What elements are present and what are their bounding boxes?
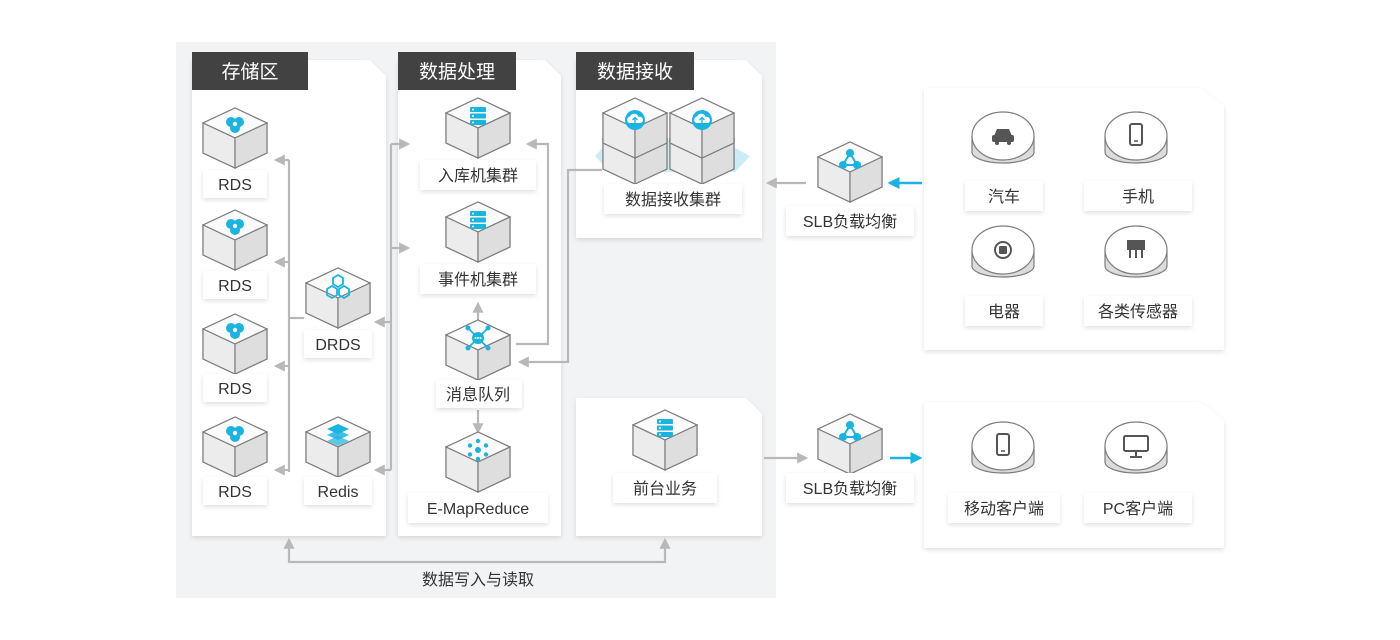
clients-panel <box>924 402 1224 548</box>
storage-title: 存储区 <box>221 61 278 83</box>
rds-node[interactable]: RDS <box>202 107 268 198</box>
frontend-label: 前台业务 <box>633 480 697 498</box>
processing-header: 数据处理 <box>398 52 516 90</box>
client-pc[interactable]: PC客户端 <box>1084 421 1192 523</box>
car-icon <box>992 129 1014 145</box>
device-sensor[interactable]: 各类传感器 <box>1084 225 1192 326</box>
message-queue-label: 消息队列 <box>446 386 510 404</box>
client-label: PC客户端 <box>1103 500 1173 518</box>
receive-cluster-label: 数据接收集群 <box>625 191 721 209</box>
device-car[interactable]: 汽车 <box>965 111 1043 211</box>
rds-label: RDS <box>218 177 252 194</box>
slb-top-label: SLB负载均衡 <box>803 213 897 231</box>
rds-node[interactable]: RDS <box>202 313 268 402</box>
receiving-title: 数据接收 <box>597 61 673 83</box>
event-cluster-label: 事件机集群 <box>438 271 518 289</box>
drds-label: DRDS <box>315 337 360 354</box>
rds-label: RDS <box>218 381 252 398</box>
device-label: 各类传感器 <box>1098 303 1178 321</box>
device-phone[interactable]: 手机 <box>1084 111 1192 211</box>
device-label: 电器 <box>988 303 1020 321</box>
rds-label: RDS <box>218 278 252 295</box>
redis-label: Redis <box>318 484 359 501</box>
appliance-icon <box>994 241 1012 259</box>
pc-icon <box>1123 435 1149 458</box>
rds-node[interactable]: RDS <box>202 416 268 505</box>
rds-node[interactable]: RDS <box>202 209 268 299</box>
slb-top-node[interactable]: SLB负载均衡 <box>786 141 914 236</box>
device-appliance[interactable]: 电器 <box>965 225 1043 326</box>
device-label: 手机 <box>1122 188 1154 206</box>
frontend-node[interactable]: 前台业务 <box>613 409 717 503</box>
device-label: 汽车 <box>988 188 1020 206</box>
redis-node[interactable]: Redis <box>304 416 372 505</box>
event-cluster-node[interactable]: 事件机集群 <box>420 201 536 294</box>
message-queue-node[interactable]: 消息队列 <box>436 319 522 408</box>
emapreduce-node[interactable]: E-MapReduce <box>408 431 548 523</box>
emapreduce-label: E-MapReduce <box>427 501 529 518</box>
slb-bottom-node[interactable]: SLB负载均衡 <box>786 413 914 503</box>
rds-label: RDS <box>218 484 252 501</box>
sensor-icon <box>1127 240 1145 258</box>
storage-header: 存储区 <box>192 52 308 90</box>
connections <box>273 138 923 564</box>
drds-node[interactable]: DRDS <box>304 267 372 358</box>
read-write-label: 数据写入与读取 <box>422 571 534 589</box>
mobile-icon <box>996 433 1010 456</box>
ingest-cluster-node[interactable]: 入库机集群 <box>420 97 536 190</box>
processing-title: 数据处理 <box>419 61 495 83</box>
client-label: 移动客户端 <box>964 500 1044 518</box>
receiving-header: 数据接收 <box>576 52 694 90</box>
client-mobile[interactable]: 移动客户端 <box>948 421 1060 523</box>
slb-bottom-label: SLB负载均衡 <box>803 480 897 498</box>
ingest-cluster-label: 入库机集群 <box>438 167 518 185</box>
phone-icon <box>1129 123 1143 146</box>
receive-cluster-node[interactable]: 数据接收集群 <box>595 97 750 214</box>
